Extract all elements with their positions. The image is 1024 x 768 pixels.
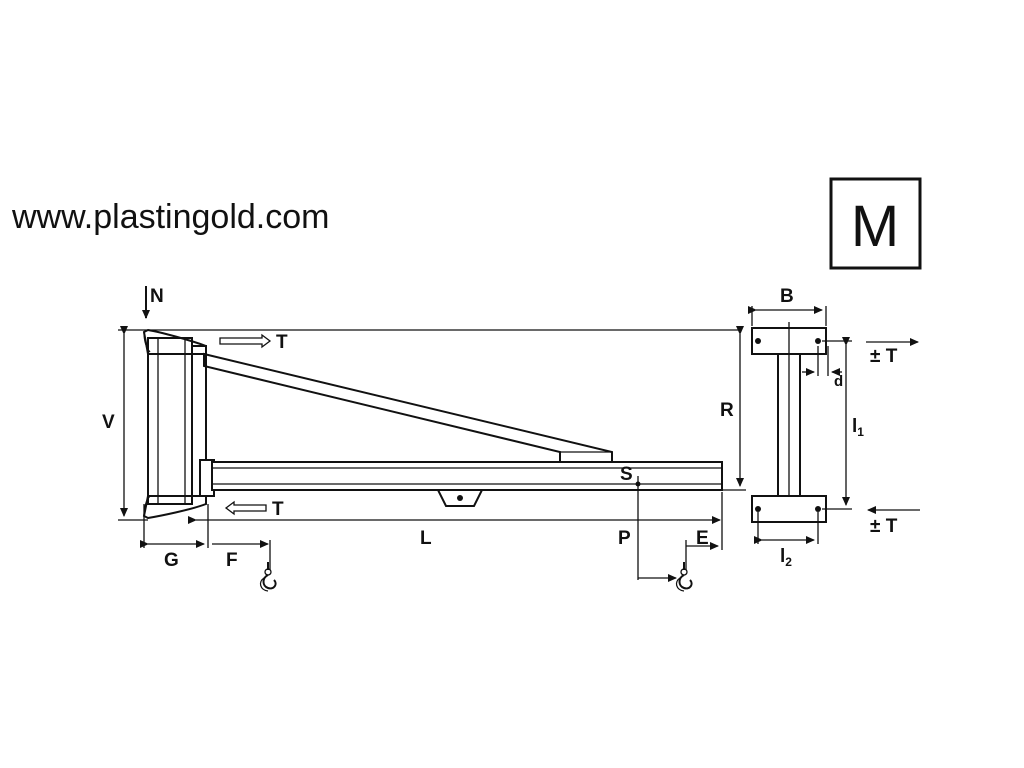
label-T-bottom: T (272, 499, 284, 520)
label-L: L (420, 528, 432, 549)
label-F: F (226, 550, 238, 571)
label-T-top: T (276, 332, 288, 353)
label-B: B (780, 286, 794, 307)
label-d: d (834, 373, 843, 390)
hook-icon-right (675, 562, 693, 592)
label-N: N (150, 286, 164, 307)
force-arrows (142, 286, 272, 516)
model-badge-letter: M (851, 194, 899, 259)
label-l1-sub: 1 (857, 425, 864, 439)
label-P: P (618, 528, 631, 549)
label-S: S (620, 464, 633, 485)
label-l2: l2 (780, 546, 792, 569)
label-l2-sub: 2 (785, 555, 792, 569)
website-url: www.plastingold.com (11, 198, 329, 236)
label-l2-main: l (780, 546, 785, 567)
model-badge: M (829, 177, 922, 270)
front-view-dimensions (748, 306, 920, 544)
label-pm-T-bottom: ± T (870, 516, 898, 537)
label-pm-T-top: ± T (870, 346, 898, 367)
dimension-lines (118, 326, 746, 582)
label-E: E (696, 528, 709, 549)
label-G: G (164, 550, 179, 571)
hook-icon-left (259, 562, 277, 592)
label-l1-main: l (852, 416, 857, 437)
label-R: R (720, 400, 734, 421)
mount-plate-front-view (751, 322, 827, 523)
label-l1: l1 (852, 416, 864, 439)
crane-side-view (142, 328, 723, 520)
label-V: V (102, 412, 115, 433)
